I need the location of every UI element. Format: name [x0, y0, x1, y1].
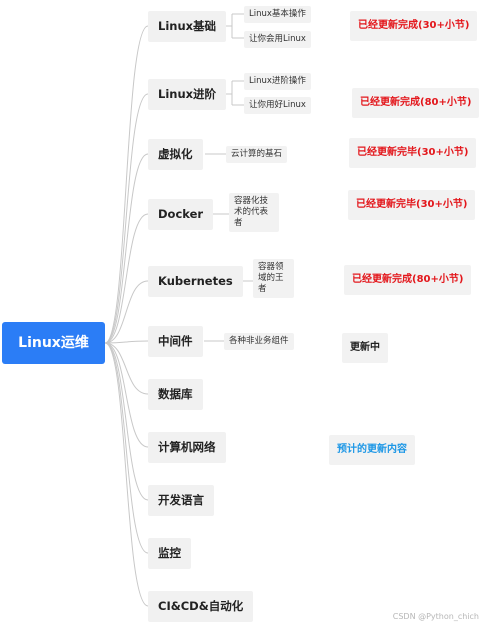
status-kubernetes: 已经更新完成(80+小节) — [344, 265, 472, 295]
status-linux-basic: 已经更新完成(30+小节) — [350, 11, 478, 41]
category-monitoring[interactable]: 监控 — [148, 538, 191, 569]
connector-monitoring — [104, 342, 149, 554]
category-computer-network[interactable]: 计算机网络 — [148, 432, 226, 463]
connector-dev-language — [104, 342, 149, 501]
category-kubernetes[interactable]: Kubernetes — [148, 266, 243, 297]
watermark: CSDN @Python_chich — [392, 612, 479, 621]
connector-database — [104, 342, 149, 395]
category-database[interactable]: 数据库 — [148, 379, 203, 410]
subtopic-linux-basic-use[interactable]: 让你会用Linux — [244, 31, 311, 48]
connector-linux-basic — [104, 25, 149, 344]
connector-virtualization — [104, 153, 149, 344]
connector-kubernetes — [104, 280, 149, 344]
status-planned: 预计的更新内容 — [329, 435, 415, 465]
subtopic-linux-advanced-use[interactable]: 让你用好Linux — [244, 97, 311, 114]
subtopic-docker[interactable]: 容器化技术的代表者 — [229, 193, 279, 232]
connector-middleware — [104, 340, 149, 344]
category-middleware[interactable]: 中间件 — [148, 326, 203, 357]
category-virtualization[interactable]: 虚拟化 — [148, 139, 203, 170]
root-node[interactable]: Linux运维 — [2, 322, 105, 364]
status-virtualization: 已经更新完毕(30+小节) — [349, 138, 477, 168]
category-docker[interactable]: Docker — [148, 199, 214, 230]
subtopic-linux-basic-ops[interactable]: Linux基本操作 — [244, 6, 311, 23]
connector-docker — [104, 213, 149, 344]
subtopic-middleware[interactable]: 各种非业务组件 — [224, 333, 294, 350]
connector-linux-advanced — [104, 93, 149, 344]
category-dev-language[interactable]: 开发语言 — [148, 485, 214, 516]
status-middleware: 更新中 — [342, 333, 388, 363]
category-cicd-automation[interactable]: CI&CD&自动化 — [148, 591, 254, 622]
category-linux-basic[interactable]: Linux基础 — [148, 11, 227, 42]
connector-cicd — [104, 342, 149, 607]
status-docker: 已经更新完毕(30+小节) — [348, 190, 476, 220]
category-linux-advanced[interactable]: Linux进阶 — [148, 79, 227, 110]
subtopic-kubernetes[interactable]: 容器领域的王者 — [253, 259, 294, 298]
subtopic-linux-advanced-ops[interactable]: Linux进阶操作 — [244, 73, 311, 90]
status-linux-advanced: 已经更新完成(80+小节) — [352, 88, 480, 118]
subtopic-virtualization[interactable]: 云计算的基石 — [226, 146, 288, 163]
connector-network — [104, 342, 149, 448]
